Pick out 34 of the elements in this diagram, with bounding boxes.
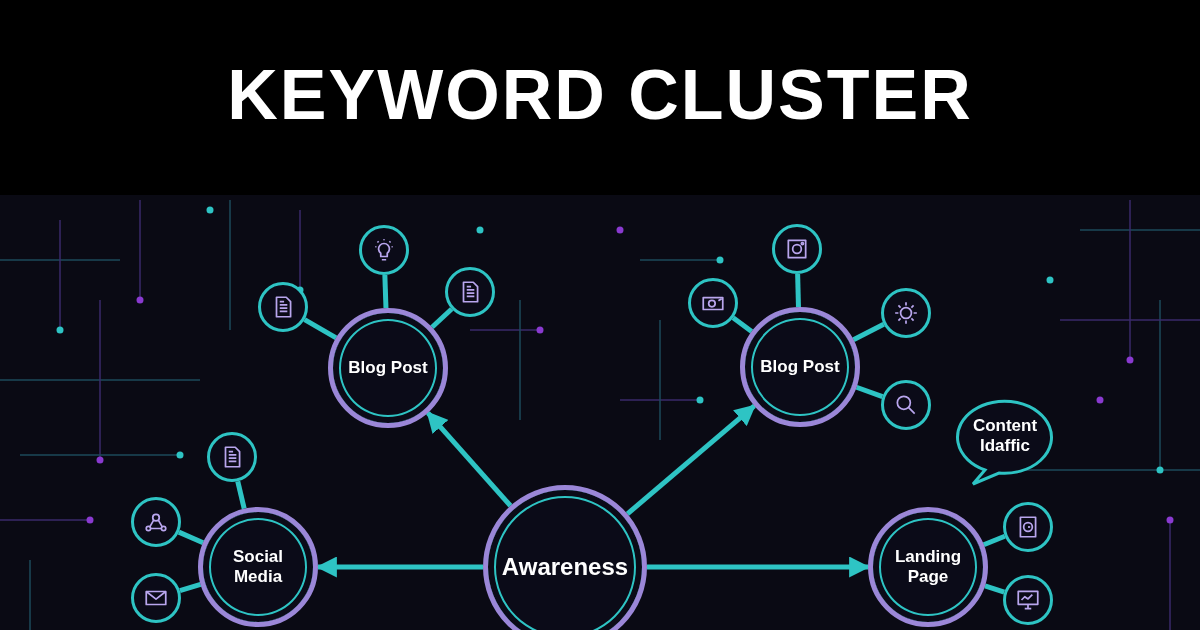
node-label: Content Idaffic [971, 416, 1039, 457]
icon-circle [772, 224, 822, 274]
connector-line [177, 529, 205, 546]
icon-circle [688, 278, 738, 328]
connector-line [179, 582, 202, 594]
node-label: Landing Page [893, 546, 963, 588]
connector-line [235, 480, 247, 510]
connector-line [852, 322, 885, 342]
icon-circle [445, 267, 495, 317]
icon-circle [881, 380, 931, 430]
connector-line [382, 274, 389, 309]
connector-line [855, 384, 884, 399]
arrow [426, 411, 513, 508]
node-label: Blog Post [760, 356, 840, 378]
icon-circle [359, 225, 409, 275]
icon-circle [131, 497, 181, 547]
connector-line [303, 317, 338, 341]
connector-line [731, 315, 754, 334]
speech-bubble [955, 398, 1055, 486]
icon-circle [1003, 575, 1053, 625]
node-label: Awareness [501, 552, 629, 582]
title: KEYWORD CLUSTER [226, 55, 974, 135]
arrow [625, 404, 756, 516]
icon-circle [131, 573, 181, 623]
node-label: Blog Post [348, 357, 428, 379]
node-label: Social Media [231, 546, 285, 588]
connector-line [982, 533, 1006, 548]
connector-line [430, 307, 454, 330]
connector-line [795, 273, 801, 308]
icon-circle [258, 282, 308, 332]
icon-circle [1003, 502, 1053, 552]
icon-circle [207, 432, 257, 482]
connector-line [984, 583, 1006, 595]
icon-circle [881, 288, 931, 338]
